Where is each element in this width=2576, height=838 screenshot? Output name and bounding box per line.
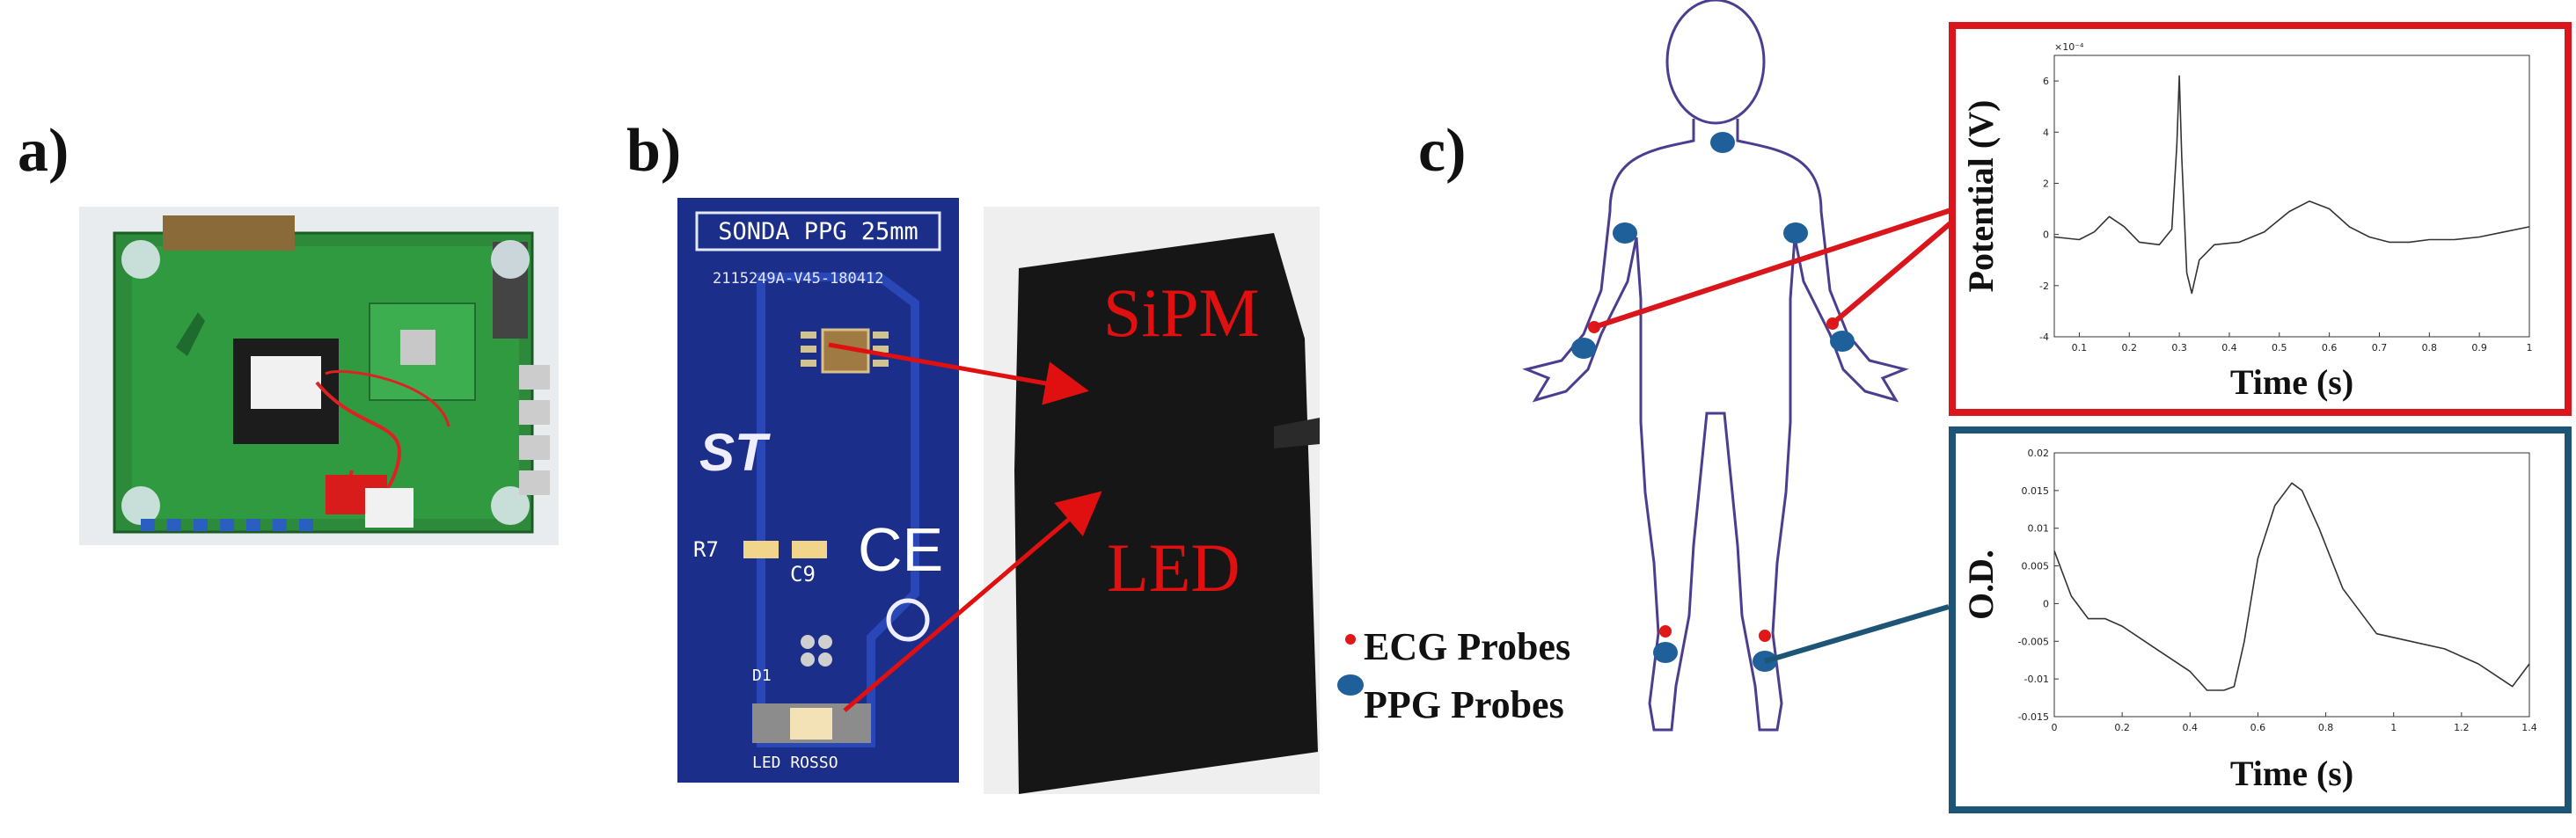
x-tick-label: 1 — [2390, 722, 2397, 733]
panel-c-label: c) — [1418, 117, 1467, 185]
ppg-dot-neck — [1710, 132, 1735, 153]
pcb-board-photo — [79, 207, 559, 545]
x-tick-label: 0.5 — [2272, 342, 2287, 353]
series-line — [2053, 482, 2530, 691]
x-tick-label: 0.8 — [2318, 722, 2334, 733]
probe-title: SONDA PPG 25mm — [718, 218, 918, 245]
x-tick-label: 0.2 — [2122, 342, 2138, 353]
ecg-connector-right — [1593, 200, 1976, 330]
legend-markers — [1337, 634, 1364, 696]
x-tick-label: 0.2 — [2114, 722, 2130, 733]
x-tick-label: 1 — [2527, 342, 2533, 353]
x-tick-label: 0.6 — [2322, 342, 2338, 353]
y-tick-label: 0.005 — [2022, 561, 2050, 572]
legend-ppg-marker — [1337, 674, 1364, 696]
y-tick-label: -4 — [2039, 332, 2049, 343]
y-tick-label: 0.015 — [2022, 485, 2050, 497]
y-tick-label: -0.005 — [2018, 636, 2049, 647]
plot-area — [2053, 55, 2530, 338]
x-tick-label: 0 — [2052, 722, 2058, 733]
series-line — [2053, 75, 2530, 295]
ecg-chart-box: 0.1 0.2 0.3 0.4 0.5 0.6 0.7 0.8 0.9 1 -4 -2 0 2 4 6 ×10⁻… — [1949, 22, 2572, 416]
led-label: LED — [1107, 529, 1240, 606]
y-tick-label: 2 — [2043, 178, 2049, 189]
x-tick-label: 0.4 — [2221, 342, 2237, 353]
y-tick-label: 6 — [2043, 76, 2049, 87]
x-tick-label: 0.9 — [2471, 342, 2487, 353]
ppg-dot-right-arm — [1613, 222, 1637, 244]
x-tick-label: 0.3 — [2171, 342, 2187, 353]
panel-b-label: b) — [626, 117, 682, 185]
y-axis-title: O.D. — [1961, 550, 2001, 620]
r7-label: R7 — [693, 537, 719, 562]
pcb-board-illustration — [113, 215, 550, 534]
y-tick-label: 0.01 — [2028, 523, 2050, 535]
x-tick-label: 0.7 — [2372, 342, 2388, 353]
y-tick-label: -2 — [2039, 281, 2049, 292]
x-tick-label: 0.8 — [2422, 342, 2438, 353]
st-logo: ST — [699, 423, 767, 482]
y-tick-label: 0 — [2043, 230, 2049, 241]
ecg-dot-left-ankle — [1759, 630, 1771, 642]
ppg-dot-left-wrist — [1830, 331, 1855, 352]
ppg-dot-right-ankle — [1653, 642, 1678, 663]
led-rosso-label: LED ROSSO — [752, 754, 838, 772]
ppg-dot-right-wrist — [1571, 338, 1596, 359]
d1-label: D1 — [752, 667, 772, 685]
x-axis-title: Time (s) — [2230, 754, 2353, 793]
x-axis-title: Time (s) — [2230, 362, 2353, 402]
legend-ppg-label: PPG Probes — [1364, 683, 1564, 726]
plot-area — [2053, 452, 2530, 718]
y-tick-label: -0.015 — [2018, 711, 2049, 723]
ecg-chart: 0.1 0.2 0.3 0.4 0.5 0.6 0.7 0.8 0.9 1 -4 -2 0 2 4 6 ×10⁻… — [1961, 41, 2533, 402]
y-exponent-label: ×10⁻⁴ — [2054, 41, 2084, 53]
x-tick-label: 1.2 — [2454, 722, 2470, 733]
probe-serial: 2115249A-V45-180412 — [713, 270, 884, 288]
x-tick-label: 0.1 — [2072, 342, 2088, 353]
x-tick-label: 1.4 — [2521, 722, 2537, 733]
ppg-dot-left-arm — [1783, 222, 1808, 244]
ppg-connector — [1764, 604, 1950, 664]
ecg-dot-right-ankle — [1659, 625, 1672, 638]
y-tick-label: 4 — [2043, 127, 2049, 138]
ppg-chart-box: 0 0.2 0.4 0.6 0.8 1 1.2 1.4 -0.015 -0.01 -0.005 0 0.… — [1949, 426, 2572, 813]
c9-label: C9 — [790, 562, 816, 587]
y-tick-label: 0.02 — [2028, 448, 2050, 459]
ppg-chart: 0 0.2 0.4 0.6 0.8 1 1.2 1.4 -0.015 -0.01 -0.005 0 0.… — [1961, 448, 2537, 793]
ppg-probe-dots — [1571, 132, 1855, 672]
legend-ecg-marker — [1345, 634, 1356, 645]
y-axis-title: Potential (V) — [1961, 100, 2001, 293]
wearable-cloth-photo: SiPM LED — [984, 207, 1320, 794]
x-tick-label: 0.4 — [2183, 722, 2199, 733]
panel-a-label: a) — [18, 117, 70, 185]
legend-ecg-label: ECG Probes — [1364, 625, 1571, 668]
body-head — [1665, 0, 1766, 125]
y-tick-label: -0.01 — [2024, 674, 2049, 685]
body-torso-and-arms — [1522, 119, 1909, 732]
sipm-label: SiPM — [1103, 274, 1260, 351]
ecg-probe-dots — [1588, 317, 1839, 642]
y-tick-label: 0 — [2043, 598, 2049, 609]
x-tick-label: 0.6 — [2250, 722, 2266, 733]
